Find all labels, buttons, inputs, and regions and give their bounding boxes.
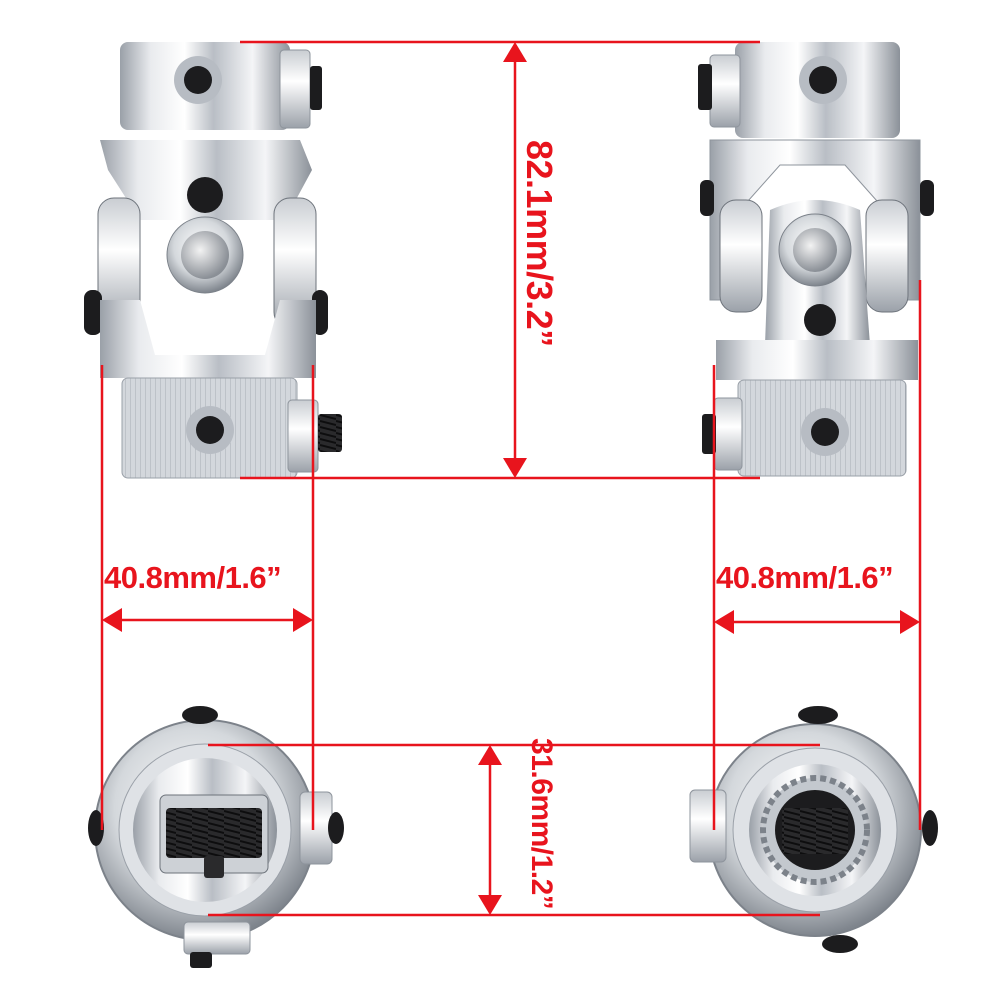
right-width-dimension-label: 40.8mm/1.6”	[716, 560, 894, 595]
u-joint-left-end-view	[88, 706, 344, 968]
height-dimension-label: 82.1mm/3.2”	[519, 140, 560, 347]
u-joint-left-side-view	[84, 42, 342, 479]
height-arrow-head-top	[503, 42, 527, 62]
u-joint-right-end-view	[689, 706, 938, 953]
u-joint-right-side-view	[698, 42, 934, 477]
diameter-dimension-label: 31.6mm/1.2”	[525, 738, 558, 910]
left-width-dimension-label: 40.8mm/1.6”	[104, 560, 282, 595]
height-arrow-head-bottom	[503, 458, 527, 478]
dimension-lines	[100, 40, 922, 917]
